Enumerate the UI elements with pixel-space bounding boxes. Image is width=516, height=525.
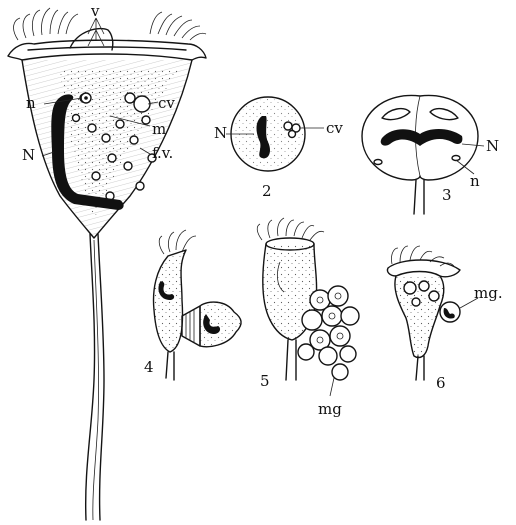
label-cv: cv bbox=[158, 94, 175, 112]
fig3-label-n: n bbox=[470, 172, 480, 190]
figure-number-5: 5 bbox=[260, 372, 270, 390]
label-v: v bbox=[90, 2, 100, 20]
figure-1-cilia bbox=[14, 8, 206, 40]
figure-2-round-form bbox=[226, 97, 324, 171]
figure-number-4: 4 bbox=[144, 358, 154, 376]
figure-number-2: 2 bbox=[262, 182, 272, 200]
figure-3-dividing-form bbox=[362, 95, 484, 214]
figure-4-conjugating bbox=[154, 230, 242, 380]
label-n: n bbox=[26, 94, 36, 112]
fig6-label-mg: mg. bbox=[474, 284, 503, 302]
figure-5-with-microgonidia bbox=[257, 218, 359, 396]
fig3-label-N: N bbox=[486, 137, 499, 155]
figure-number-6: 6 bbox=[436, 374, 446, 392]
label-m: m bbox=[152, 120, 166, 138]
figure-number-3: 3 bbox=[442, 186, 452, 204]
fig2-label-N: N bbox=[214, 124, 227, 142]
figure-6-microgamete-attached bbox=[387, 246, 478, 380]
figure-1-peristome-rim bbox=[8, 40, 206, 60]
figure-1-contractile-vacuole bbox=[134, 96, 150, 112]
figure-3-nucleus bbox=[381, 129, 463, 146]
figure-1-stalk bbox=[86, 234, 104, 520]
label-fv: f.v. bbox=[152, 144, 173, 162]
label-N: N bbox=[22, 146, 35, 164]
fig5-label-mg: mg bbox=[318, 400, 342, 418]
figure-6-microgamete bbox=[440, 302, 460, 322]
fig2-label-cv: cv bbox=[326, 119, 343, 137]
